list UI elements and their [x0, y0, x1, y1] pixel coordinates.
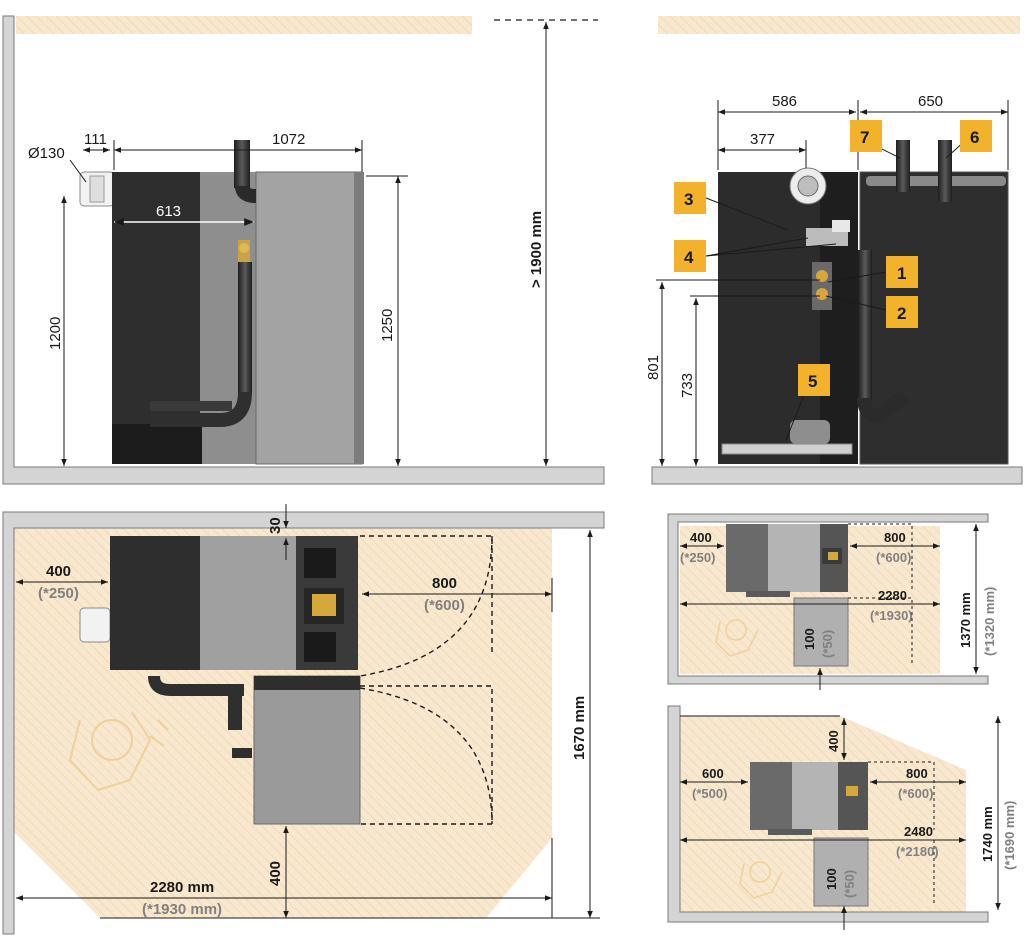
callout-4: 4: [674, 240, 706, 272]
callout-6: 6: [960, 120, 992, 152]
rear-height-801-label: 801: [645, 355, 662, 380]
callout-1: 1: [886, 256, 918, 288]
plan-main: 30 400 (*250) 800 (*600) 1670 mm 400 228…: [2, 504, 605, 935]
plan-main-rear-clearance: 30: [267, 517, 284, 534]
plan-main-left-clearance: 400: [46, 563, 71, 580]
plan-small-2-front-clearance: 100: [824, 868, 839, 890]
callout-3: 3: [674, 182, 706, 214]
plan-small-1-front-clearance: 100: [802, 628, 817, 650]
flue-diameter-label: Ø130: [28, 145, 65, 162]
svg-text:2: 2: [897, 304, 906, 323]
overall-depth-label: 1072: [272, 131, 305, 148]
plan-small-2-room-width: 2480: [904, 824, 933, 839]
rear-width-left-label: 586: [772, 93, 797, 110]
rear-width-inner-label: 377: [750, 131, 775, 148]
svg-text:6: 6: [970, 128, 979, 147]
plan-main-side-clearance-alt: (*600): [424, 597, 465, 614]
svg-text:7: 7: [860, 128, 869, 147]
plan-small-1: 400 (*250) 800 (*600) 2280 (*1930) 100 (…: [667, 513, 997, 690]
plan-small-1-room-depth-alt: (*1320 mm): [982, 587, 997, 656]
plan-small-1-person-icon: [715, 619, 759, 657]
ceiling-band-left: [16, 16, 472, 34]
callout-7: 7: [850, 120, 882, 152]
plan-small-2: 400 600 (*500) 800 (*600) 2480 (*2180) 1…: [667, 705, 1017, 930]
plan-main-left-clearance-alt: (*250): [38, 585, 79, 602]
plan-small-2-left-clearance-alt: (*500): [692, 786, 727, 801]
plan-small-2-walls: [667, 705, 989, 923]
plan-small-1-room-width: 2280: [878, 588, 907, 603]
plan-small-1-room-depth: 1370 mm: [958, 592, 973, 648]
plan-small-1-left-clearance: 400: [690, 530, 712, 545]
rear-height-733-label: 733: [679, 373, 696, 398]
rear-floor: [651, 466, 1023, 485]
plan-small-1-room-width-alt: (*1930): [870, 608, 913, 623]
plan-main-room-width: 2280 mm: [150, 879, 214, 896]
side-wall-floor: [2, 15, 605, 485]
rear-view: 586 650 377 801 733 3 4 1 2 5 7: [645, 16, 1023, 485]
ceiling-band-right: [658, 16, 1020, 34]
callout-2: 2: [886, 296, 918, 328]
plan-small-1-side-clearance-alt: (*600): [876, 550, 911, 565]
flue-height-label: 1200: [47, 317, 64, 350]
plan-main-hopper: [253, 675, 361, 825]
plan-main-bottom-clearance: 400: [267, 861, 284, 886]
plan-small-2-side-clearance-alt: (*600): [898, 786, 933, 801]
room-height-label: > 1900 mm: [528, 211, 545, 288]
plan-small-1-walls: [667, 513, 989, 685]
plan-small-2-room-width-alt: (*2180): [896, 844, 939, 859]
svg-text:4: 4: [684, 248, 694, 267]
plan-main-room-depth: 1670 mm: [571, 696, 588, 760]
plan-main-boiler: [110, 536, 200, 670]
rear-width-right-label: 650: [918, 93, 943, 110]
plan-small-2-room-depth-alt: (*1690 mm): [1002, 801, 1017, 870]
callout-5: 5: [798, 364, 830, 396]
plan-small-1-left-clearance-alt: (*250): [680, 550, 715, 565]
plan-small-2-top-clearance: 400: [826, 730, 841, 752]
side-view: Ø130 111 1072 613 1200 1250 > 1900 mm: [2, 15, 605, 485]
svg-text:5: 5: [808, 372, 817, 391]
boiler-height-label: 1250: [379, 309, 396, 342]
svg-text:3: 3: [684, 190, 693, 209]
plan-small-2-front-clearance-alt: (*50): [842, 870, 857, 898]
plan-small-2-room-depth: 1740 mm: [980, 806, 995, 862]
plan-main-walls: [2, 511, 605, 935]
plan-main-room-width-alt: (*1930 mm): [142, 901, 222, 918]
plan-small-1-front-clearance-alt: (*50): [820, 630, 835, 658]
plan-small-2-person-icon: [739, 861, 783, 899]
plan-small-2-side-clearance: 800: [906, 766, 928, 781]
chimney-pipe: [234, 140, 250, 188]
plan-main-side-clearance: 800: [432, 575, 457, 592]
inner-depth-label: 613: [156, 203, 181, 220]
svg-text:1: 1: [897, 264, 906, 283]
flue-offset-label: 111: [84, 131, 107, 148]
plan-small-1-side-clearance: 800: [884, 530, 906, 545]
plan-small-2-left-clearance: 600: [702, 766, 724, 781]
maintenance-person-icon: [68, 711, 169, 792]
hopper-section: [255, 171, 363, 465]
